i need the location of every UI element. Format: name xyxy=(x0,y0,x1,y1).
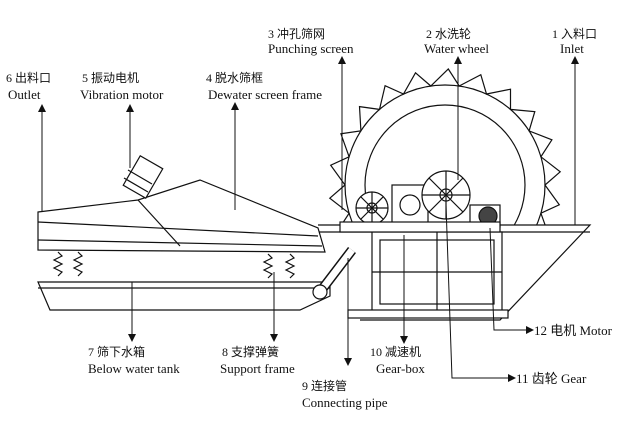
label-dewater-screen-frame-en: Dewater screen frame xyxy=(208,87,323,102)
label-dewater-screen-frame-zh: 4 脱水筛框 xyxy=(206,71,264,85)
label-support-frame-zh: 8 支撑弹簧 xyxy=(222,345,280,359)
leader-lines xyxy=(38,56,579,382)
leader-motor xyxy=(489,227,534,334)
label-inlet-en: Inlet xyxy=(560,41,584,56)
label-gear-box-en: Gear-box xyxy=(376,361,425,376)
label-punching-screen-en: Punching screen xyxy=(268,41,354,56)
label-vibration-motor-zh: 5 振动电机 xyxy=(82,71,140,85)
label-outlet-zh: 6 出料口 xyxy=(6,71,52,85)
label-vibration-motor-en: Vibration motor xyxy=(80,87,164,102)
label-below-water-tank-zh: 7 筛下水箱 xyxy=(88,345,146,359)
label-gear-box-zh: 10 减速机 xyxy=(370,345,422,359)
vibration-motor xyxy=(122,154,164,200)
label-connecting-pipe-zh: 9 连接管 xyxy=(302,379,348,393)
label-support-frame-en: Support frame xyxy=(220,361,295,376)
gear-box-assembly xyxy=(339,170,501,233)
connecting-pipe xyxy=(312,246,356,300)
leader-gear xyxy=(445,204,516,382)
label-inlet-zh: 1 入料口 xyxy=(552,27,598,41)
label-connecting-pipe-en: Connecting pipe xyxy=(302,395,388,410)
label-gear: 11 齿轮 Gear xyxy=(516,371,587,386)
label-outlet-en: Outlet xyxy=(8,87,41,102)
label-water-wheel-zh: 2 水洗轮 xyxy=(426,27,472,41)
label-punching-screen-zh: 3 冲孔筛网 xyxy=(268,27,326,41)
label-below-water-tank-en: Below water tank xyxy=(88,361,180,376)
dewater-screen-frame xyxy=(37,179,326,253)
below-water-tank xyxy=(37,281,331,311)
label-motor: 12 电机 Motor xyxy=(534,323,613,338)
support-springs xyxy=(52,251,296,279)
label-water-wheel-en: Water wheel xyxy=(424,41,489,56)
base-frame xyxy=(347,231,509,319)
